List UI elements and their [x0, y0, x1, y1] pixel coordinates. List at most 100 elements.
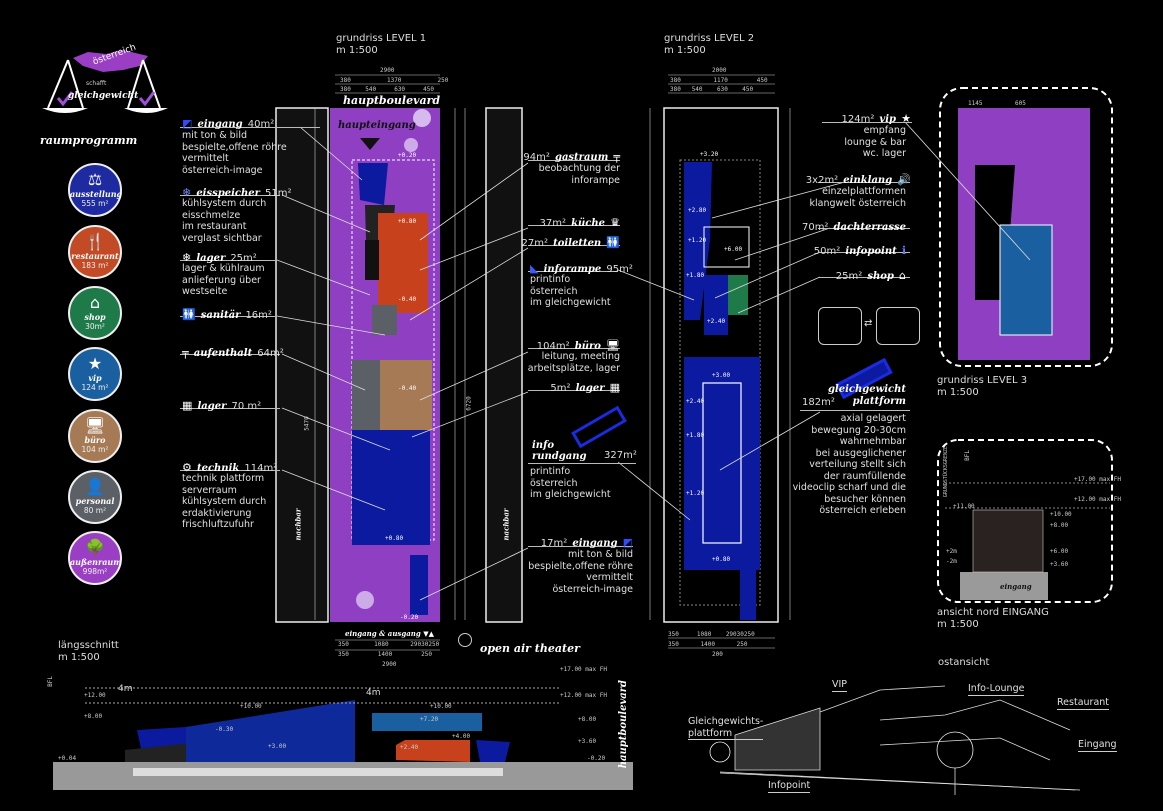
shop-icon: ⌂ [899, 269, 906, 282]
section-height-12: +12.00 [84, 692, 106, 699]
nord-height-minus2m: -2m [946, 558, 957, 565]
label-shop-l2: 25m² shop ⌂ [835, 269, 906, 282]
level1-dim-row2: 380 540 630 450 [340, 86, 434, 93]
desc-eingang-17: mit ton & bild bespielte,offene röhre ve… [528, 549, 633, 595]
label-lager-70: ▦ lager 70 m² [182, 399, 262, 412]
balance-pictogram-balanced [876, 307, 920, 345]
east-view [709, 685, 1081, 795]
level2-plan [617, 74, 846, 649]
shop-area [728, 275, 748, 315]
level1-dim-right-total: 6720 [465, 396, 473, 411]
level3-dims: 1145 605 [968, 100, 1026, 107]
info-icon: ℹ [901, 244, 906, 257]
level1-elevation-6: -0.20 [400, 614, 419, 621]
technik-area [352, 430, 430, 545]
level2-elevation-2: +2.80 [688, 207, 707, 214]
label-buero: 104m² büro 🖥 [536, 339, 620, 352]
level3-title: grundriss LEVEL 3 [937, 375, 1028, 386]
level3-plan [904, 87, 1113, 367]
label-kueche: 37m² küche ♛ [539, 216, 620, 229]
nord-title: ansicht nord EINGANG [937, 607, 1049, 618]
table-icon: ╤ [182, 346, 189, 359]
label-nachbar-left: nachbar [293, 508, 303, 541]
desc-eisspeicher: kühlsystem durch eisschmelze im restaura… [182, 198, 267, 244]
level1-title: grundriss LEVEL 1 [336, 33, 427, 44]
boxes-icon: ▦ [182, 399, 193, 412]
level1-dim-left-total: 5470 [303, 416, 311, 431]
level2-dim-row2: 380 540 630 450 [670, 86, 754, 93]
desc-einklang: einzelplattformen klangwelt österreich [809, 186, 906, 209]
label-vip-l2: 124m² vip ★ [841, 112, 911, 125]
level2-elevation-8: +2.40 [686, 398, 705, 405]
balance-scale-logo [42, 50, 168, 113]
snowflake-icon: ❄ [182, 251, 192, 264]
level2-scale: m 1:500 [664, 45, 706, 56]
neighbor-right [485, 107, 523, 623]
desc-gastraum: beobachtung der inforampe [538, 163, 620, 186]
logo [28, 48, 178, 118]
scale-icon: ⚖ [87, 170, 103, 189]
label-infopoint: 50m² infopoint ℹ [813, 244, 906, 257]
level1-elevation-3: -0.40 [398, 296, 417, 303]
neighbor-left [275, 107, 329, 623]
arrow-icon: ▼▲ [423, 629, 435, 638]
aufenthalt-area [352, 360, 380, 430]
level1-elevation-5: +0.80 [385, 535, 404, 542]
section-rotation-left: 4m [118, 684, 133, 694]
label-lager-5: 5m² lager ▦ [550, 381, 620, 394]
exhibition-hall [186, 700, 355, 762]
desc-lager-25: lager & kühlraum anlieferung über westse… [182, 263, 265, 297]
label-gastraum: 94m² gastraum ╤ [523, 150, 620, 163]
level2-elevation-11: +0.80 [712, 556, 731, 563]
level3-scale: m 1:500 [937, 387, 979, 398]
nord-height-2: +12.00 max FH [1074, 496, 1121, 503]
label-gleichgewicht-plattform: gleichgewicht plattform [827, 384, 906, 407]
section-height-4: +4.00 [452, 733, 471, 740]
longitudinal-section [53, 687, 633, 790]
level2-elevation-3: +1.20 [688, 237, 707, 244]
desc-info-rundgang: printinfo österreich im gleichgewicht [530, 466, 611, 500]
compass-icon [458, 633, 472, 647]
nord-boundary-label: GRUNDSTÜCKSGRENZE [943, 446, 949, 498]
section-height-24: +2.40 [400, 744, 419, 751]
nord-height-8: +8.00 [1050, 522, 1069, 529]
logo-schafft: schafft [86, 80, 107, 87]
cutlery-icon: 🍴 [85, 232, 105, 251]
section-height-72: +7.20 [420, 716, 439, 723]
nord-eingang: eingang [1000, 582, 1032, 591]
balance-pictogram-unbalanced [818, 307, 862, 345]
east-view-title: ostansicht [938, 657, 990, 668]
tree-icon: 🌳 [85, 538, 105, 557]
level2-elevation-6: +6.00 [724, 246, 743, 253]
label-aufenthalt: ╤ aufenthalt 64m² [182, 346, 284, 359]
east-label-vip: VIP [832, 679, 848, 692]
section-height-10b: +10.00 [430, 703, 452, 710]
east-label-platform: Gleichgewichts- plattform [688, 716, 764, 740]
computer-icon: 🖥 [606, 339, 620, 352]
desc-buero: leitung, meeting arbeitsplätze, lager [527, 351, 620, 374]
star-icon: ★ [87, 354, 103, 373]
label-info-rundgang: info rundgang [532, 440, 587, 462]
east-label-eingang: Eingang [1078, 739, 1117, 752]
label-einklang: 3x2m² einklang 🔊 [805, 173, 911, 186]
leader-line [180, 127, 320, 128]
label-inforampe: ◣ inforampe 95m² [530, 262, 633, 275]
nord-height-6: +6.00 [1050, 548, 1069, 555]
area-info-rundgang: 327m² [604, 450, 637, 461]
level2-dim-bottom2: 350 1400 250 [668, 641, 748, 648]
label-nachbar-right: nachbar [501, 508, 511, 541]
toilet-icon: 🚻 [606, 236, 620, 249]
east-label-infopoint: Infopoint [768, 780, 811, 793]
area-platform: 182m² [802, 397, 835, 408]
snowflake-icon: ❄ [182, 186, 192, 199]
boxes-icon: ▦ [609, 381, 620, 394]
section-street: hauptboulevard [618, 680, 629, 769]
section-height-max: +17.00 max FH [560, 666, 607, 673]
vip-area [999, 224, 1053, 336]
level1-dim-total: 2900 [380, 67, 395, 74]
shop-icon: ⌂ [89, 293, 101, 312]
